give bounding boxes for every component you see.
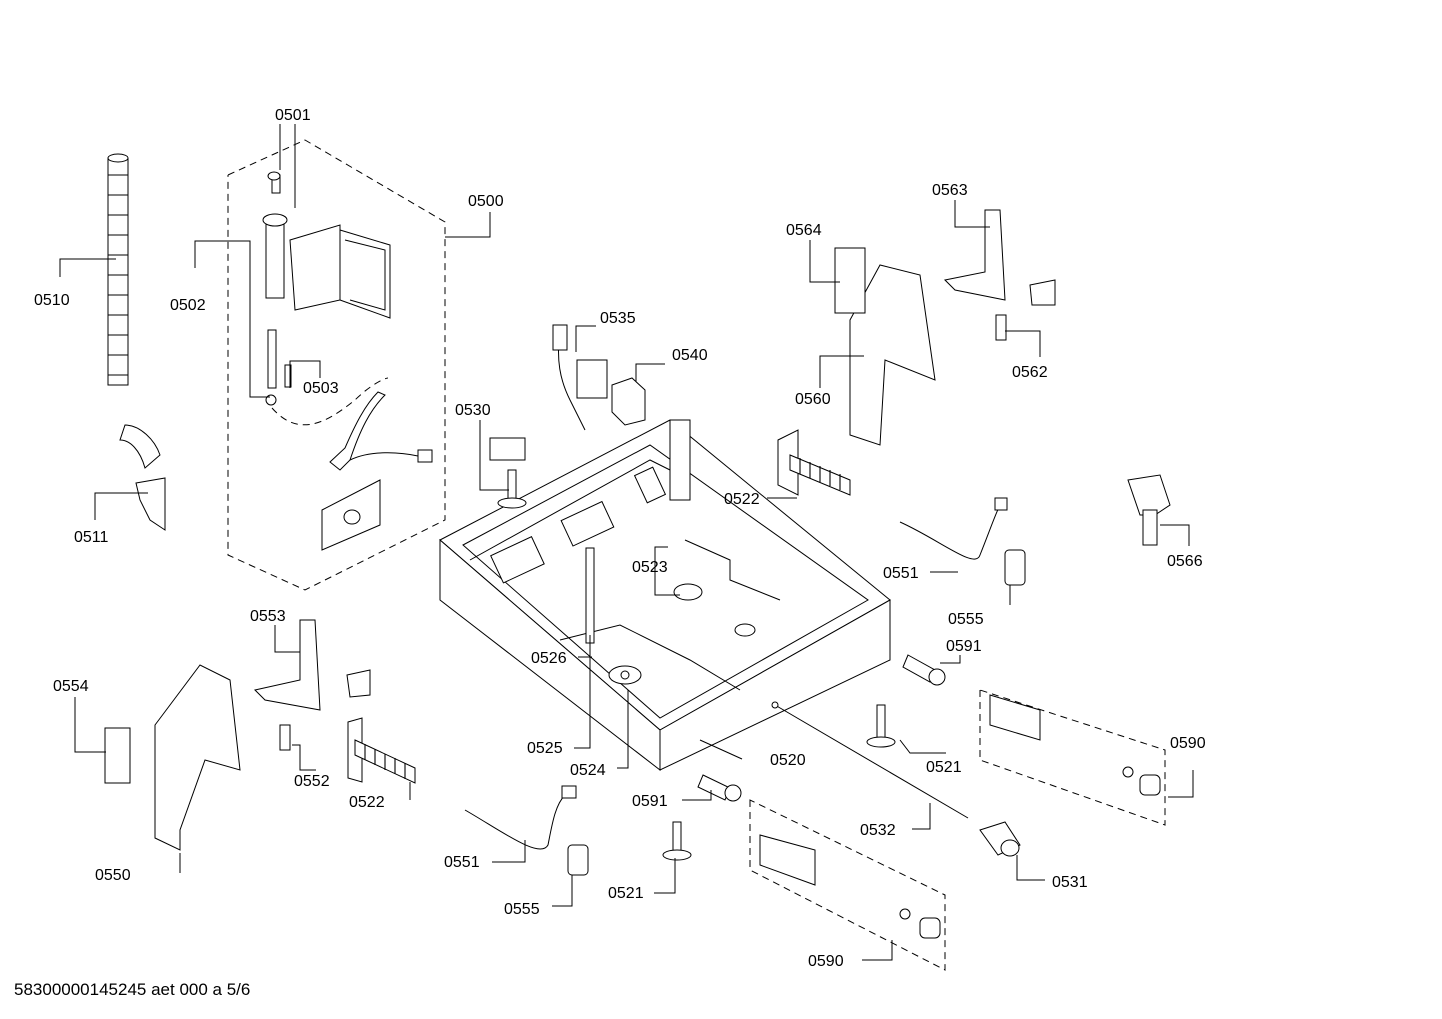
- label-0522-lower: 0522: [349, 794, 385, 811]
- spring-0522-lower: [347, 717, 416, 784]
- label-0511: 0511: [74, 529, 109, 546]
- spring-0522-upper: [777, 429, 851, 496]
- label-0590-lower: 0590: [808, 953, 844, 970]
- label-0500: 0500: [468, 193, 504, 210]
- label-0501: 0501: [275, 107, 311, 124]
- label-0590-right: 0590: [1170, 735, 1206, 752]
- cable-0551-lower: [464, 785, 589, 876]
- label-0526: 0526: [531, 650, 567, 667]
- label-0591-right: 0591: [946, 638, 982, 655]
- document-footer-code: 58300000145245 aet 000 a 5/6: [14, 980, 251, 999]
- screw-0521-lower: [662, 821, 692, 861]
- label-0530: 0530: [455, 402, 491, 419]
- screw-0591-right: [902, 654, 946, 686]
- label-0553: 0553: [250, 608, 286, 625]
- rod-0532: [771, 701, 969, 819]
- leader-lines: [59, 124, 1194, 961]
- label-0555-right: 0555: [948, 611, 984, 628]
- assembly-0590-lower: [749, 799, 946, 971]
- label-0566: 0566: [1167, 553, 1203, 570]
- label-0522-upper: 0522: [724, 491, 760, 508]
- label-0551-lower: 0551: [444, 854, 480, 871]
- base-tub-0520: [439, 419, 891, 772]
- bracket-0560: [834, 209, 1056, 446]
- label-0524: 0524: [570, 762, 606, 779]
- part-0530: [489, 437, 527, 509]
- cable-0535: [552, 324, 608, 431]
- label-0510: 0510: [34, 292, 70, 309]
- label-0521-right: 0521: [926, 759, 962, 776]
- label-0531: 0531: [1052, 874, 1088, 891]
- part-0531: [979, 821, 1021, 857]
- label-0554: 0554: [53, 678, 89, 695]
- label-0563: 0563: [932, 182, 968, 199]
- label-0552: 0552: [294, 773, 330, 790]
- label-0503: 0503: [303, 380, 339, 397]
- label-0562: 0562: [1012, 364, 1048, 381]
- screw-0521-right: [866, 704, 896, 748]
- drain-hose-0510: [107, 153, 166, 531]
- module-0540: [611, 377, 646, 426]
- label-0551-right: 0551: [883, 565, 919, 582]
- label-0535: 0535: [600, 310, 636, 327]
- label-0560: 0560: [795, 391, 831, 408]
- label-0523: 0523: [632, 559, 668, 576]
- part-labels: 0501 0500 0502 0503 0510 0511 0535 0540 …: [34, 107, 1206, 970]
- label-0520: 0520: [770, 752, 806, 769]
- label-0502: 0502: [170, 297, 206, 314]
- label-0550: 0550: [95, 867, 131, 884]
- screw-0591-lower: [697, 774, 742, 802]
- label-0540: 0540: [672, 347, 708, 364]
- assembly-0590-right: [979, 689, 1166, 826]
- label-0555-lower: 0555: [504, 901, 540, 918]
- assembly-0500: [227, 139, 446, 591]
- label-0564: 0564: [786, 222, 822, 239]
- part-0566: [1127, 474, 1171, 546]
- label-0591-lower: 0591: [632, 793, 668, 810]
- label-0532: 0532: [860, 822, 896, 839]
- bracket-0550: [104, 619, 371, 851]
- label-0525: 0525: [527, 740, 563, 757]
- label-0521-lower: 0521: [608, 885, 644, 902]
- cable-0551-right: [899, 497, 1026, 586]
